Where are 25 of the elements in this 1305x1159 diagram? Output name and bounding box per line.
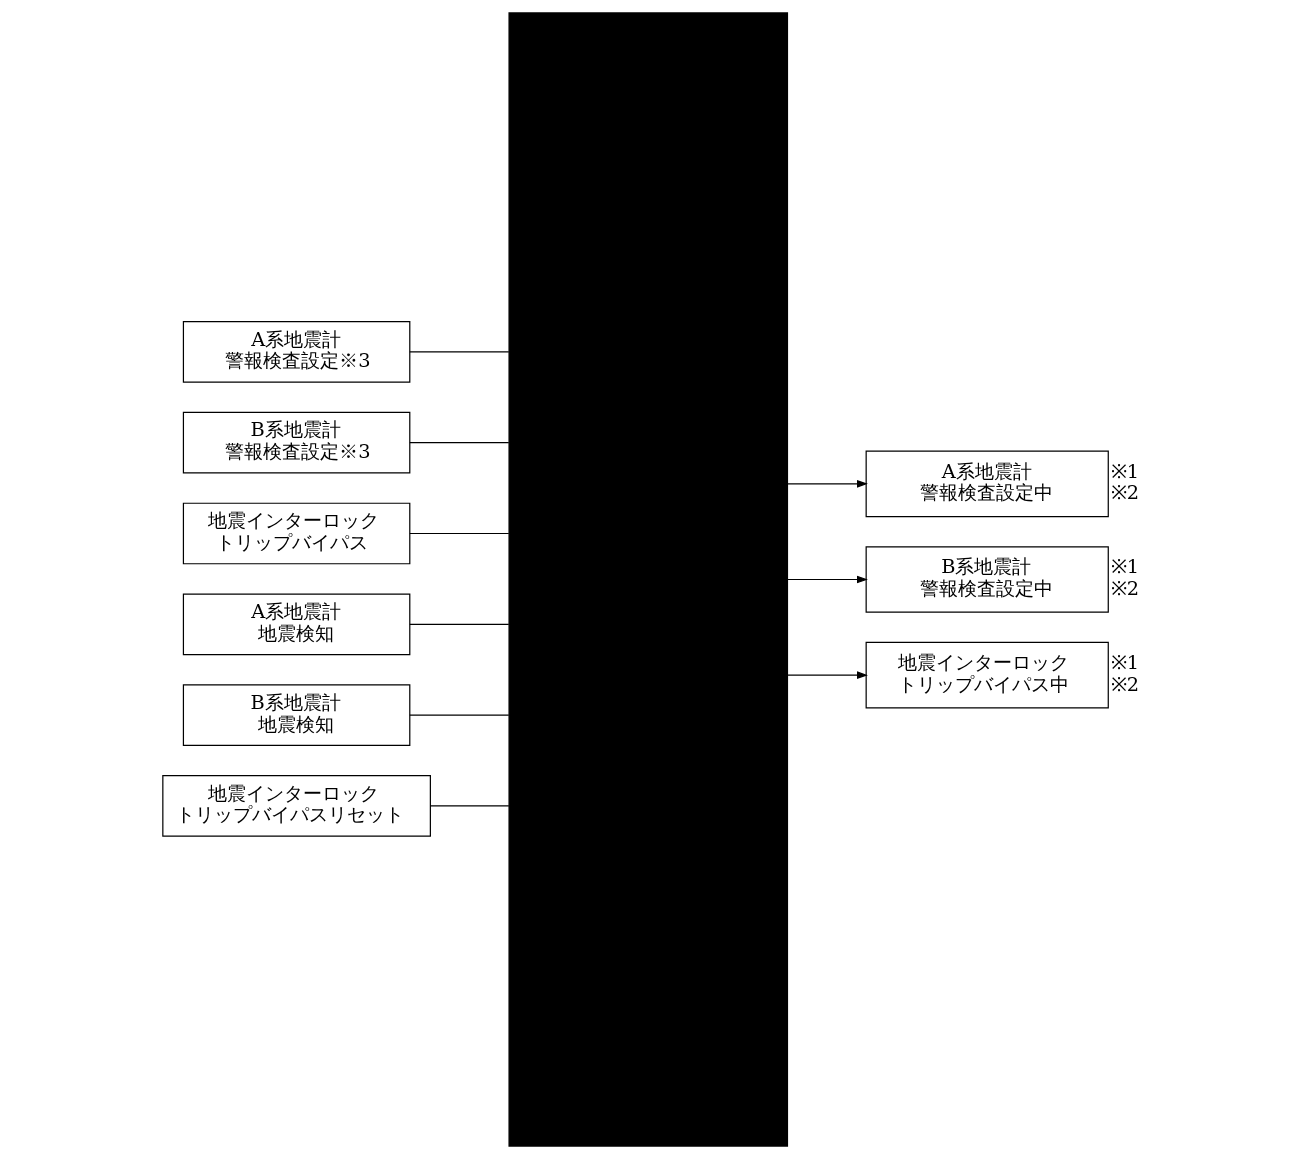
connector (409, 442, 510, 444)
node-box (508, 12, 789, 1147)
node-label: ※2 (1110, 576, 1140, 600)
connector (409, 623, 510, 625)
node-box: A系地震計 地震検知 (182, 593, 411, 656)
arrow (787, 671, 868, 679)
node-box: B系地震計 警報検査設定※3 (182, 411, 411, 474)
connector (409, 351, 510, 353)
node-box: A系地震計 警報検査設定中 (865, 450, 1109, 518)
node-box: 地震インターロック トリップバイパス (182, 502, 411, 565)
node-box: A系地震計 警報検査設定※3 (182, 321, 411, 383)
connector (429, 805, 510, 807)
node-box: 地震インターロック トリップバイパス中 (865, 641, 1109, 709)
arrow (787, 480, 868, 488)
arrow (787, 575, 868, 584)
connector (409, 532, 510, 535)
node-label: ※1 (1110, 555, 1140, 579)
connector (409, 714, 510, 716)
node-label: ※2 (1110, 672, 1140, 696)
node-box: 地震インターロック トリップバイパスリセット (162, 775, 431, 837)
node-label: ※1 (1110, 650, 1140, 674)
node-label: ※1 (1110, 459, 1140, 483)
node-label: ※2 (1110, 481, 1140, 505)
node-box: B系地震計 地震検知 (182, 684, 411, 746)
node-box: B系地震計 警報検査設定中 (865, 546, 1109, 613)
